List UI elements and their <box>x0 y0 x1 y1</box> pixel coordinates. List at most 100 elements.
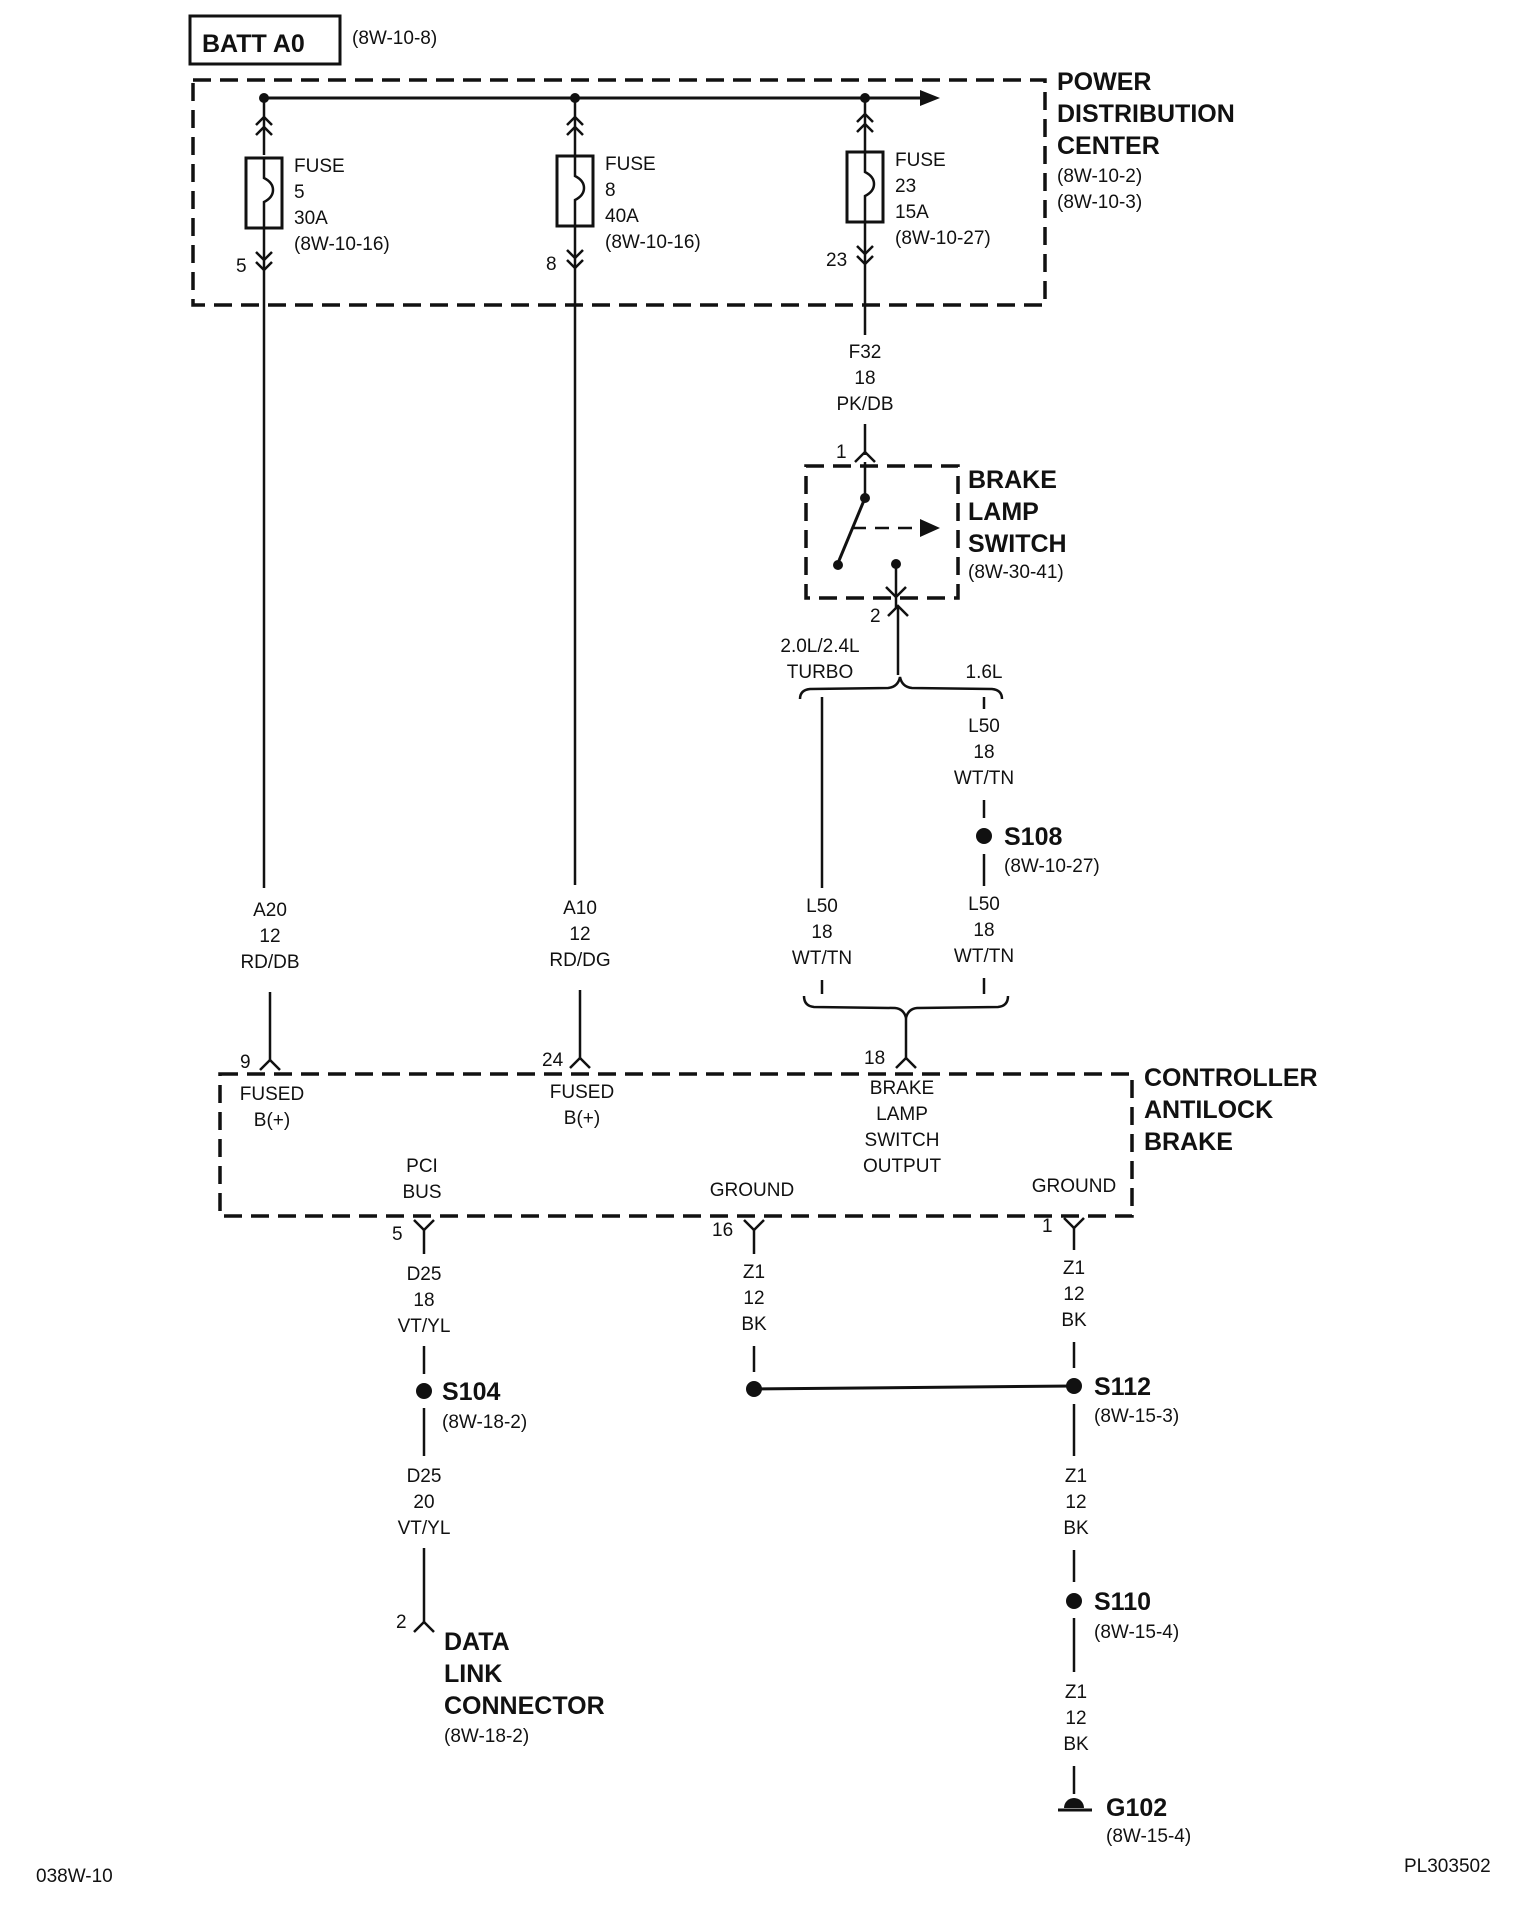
wire-l50-right-upper-color: WT/TN <box>954 768 1014 789</box>
wire-z1-right-upper-gauge: 12 <box>1063 1284 1084 1305</box>
cab-pin-16-text: GROUND <box>710 1180 794 1201</box>
wire-d25-lower-color: VT/YL <box>398 1518 451 1539</box>
wire-l50-right-upper-gauge: 18 <box>973 742 994 763</box>
ground-cross-wire <box>753 1384 1075 1391</box>
wire-l50-right-upper-circuit: L50 <box>968 716 1000 737</box>
pdc-title-3: CENTER <box>1057 132 1160 160</box>
splice-s110-label: S110 <box>1094 1588 1151 1616</box>
pdc-title-1: POWER <box>1057 68 1151 96</box>
cab-pin-24-text-1: FUSED <box>550 1082 614 1103</box>
ground-g102-label: G102 <box>1106 1794 1167 1822</box>
fuse-8 <box>555 98 595 270</box>
wire-z1-right-mid-circuit: Z1 <box>1065 1466 1087 1487</box>
splice-s108-label: S108 <box>1004 823 1062 851</box>
cab-pin-5: 5 <box>392 1224 403 1245</box>
wire-f32-gauge: 18 <box>854 368 875 389</box>
fuse-23 <box>845 98 885 268</box>
splice-s108-ref: (8W-10-27) <box>1004 856 1100 877</box>
cab-pin-9-text-2: B(+) <box>254 1110 290 1131</box>
brake-switch-pin-1: 1 <box>836 442 847 463</box>
wire-d25-lower-gauge: 20 <box>413 1492 434 1513</box>
fuse-5-pin: 5 <box>236 256 247 277</box>
cab-pin-18: 18 <box>864 1048 885 1069</box>
wire-a20-circuit: A20 <box>253 900 287 921</box>
fuse-23-amps: 15A <box>895 202 929 223</box>
fuse-5 <box>244 98 284 272</box>
wire-l50-left-gauge: 18 <box>811 922 832 943</box>
ground-g102-ref: (8W-15-4) <box>1106 1826 1191 1847</box>
wire-l50-left-circuit: L50 <box>806 896 838 917</box>
pdc-ref-1: (8W-10-2) <box>1057 166 1142 187</box>
brake-switch-title-3: SWITCH <box>968 530 1067 558</box>
pdc-ref-2: (8W-10-3) <box>1057 192 1142 213</box>
splice-s108-dot <box>976 828 992 844</box>
fuse-8-word: FUSE <box>605 154 656 175</box>
fuse-23-word: FUSE <box>895 150 946 171</box>
fuse-8-amps: 40A <box>605 206 639 227</box>
brake-switch-contact-icon <box>833 462 940 608</box>
cab-pin-1-connector-icon <box>1063 1217 1085 1230</box>
wire-z1-right-mid-color: BK <box>1063 1518 1089 1539</box>
branch-left-label-1: 2.0L/2.4L <box>780 636 859 657</box>
splice-s112-label: S112 <box>1094 1373 1151 1401</box>
cab-pin-5-connector-icon <box>413 1219 435 1232</box>
wire-a10-circuit: A10 <box>563 898 597 919</box>
battery-label-box: BATT A0 <box>188 14 342 66</box>
wire-f32-color: PK/DB <box>836 394 893 415</box>
wire-l50-right-lower-gauge: 18 <box>973 920 994 941</box>
wire-l50-right-lower-color: WT/TN <box>954 946 1014 967</box>
cab-title-1: CONTROLLER <box>1144 1064 1318 1092</box>
cab-pin-9: 9 <box>240 1052 251 1073</box>
wire-a10-color: RD/DG <box>549 950 610 971</box>
splice-s112-ref: (8W-15-3) <box>1094 1406 1179 1427</box>
wire-d25-upper-gauge: 18 <box>413 1290 434 1311</box>
cab-pin-5-text-1: PCI <box>406 1156 438 1177</box>
branch-left-label-2: TURBO <box>787 662 854 683</box>
splice-s110-ref: (8W-15-4) <box>1094 1622 1179 1643</box>
cab-pin-24: 24 <box>542 1050 564 1071</box>
merge-brace <box>802 995 1010 1019</box>
footer-diagram-id: PL303502 <box>1404 1856 1491 1877</box>
cab-pin-5-text-2: BUS <box>402 1182 441 1203</box>
cab-pin-24-text-2: B(+) <box>564 1108 600 1129</box>
option-branch-brace <box>798 676 1004 700</box>
splice-s112-dot <box>1066 1378 1082 1394</box>
cab-pin-1-text: GROUND <box>1032 1176 1116 1197</box>
wire-z1-right-mid-gauge: 12 <box>1065 1492 1086 1513</box>
wire-z1-right-upper-circuit: Z1 <box>1063 1258 1085 1279</box>
cab-pin-16-connector-icon <box>743 1219 765 1232</box>
cab-boundary <box>218 1072 1134 1218</box>
fuse-23-number: 23 <box>895 176 916 197</box>
cab-pin-16: 16 <box>712 1220 733 1241</box>
wire-l50-left-color: WT/TN <box>792 948 852 969</box>
wire-a20-gauge: 12 <box>259 926 280 947</box>
dlc-connector-icon <box>413 1620 435 1633</box>
cab-pin-18-text-2: LAMP <box>876 1104 928 1125</box>
cab-pin-18-connector-icon <box>895 1056 917 1069</box>
cab-pin-18-text-4: OUTPUT <box>863 1156 942 1177</box>
fuse-8-pin: 8 <box>546 254 557 275</box>
wire-d25-lower-circuit: D25 <box>407 1466 442 1487</box>
dlc-title-1: DATA <box>444 1628 510 1656</box>
branch-right-label: 1.6L <box>966 662 1003 683</box>
bus-arrow-icon <box>920 90 940 106</box>
cab-pin-24-connector-icon <box>569 1056 591 1069</box>
brake-switch-pin-2: 2 <box>870 606 881 627</box>
wire-d25-upper-circuit: D25 <box>407 1264 442 1285</box>
brake-switch-boundary <box>804 464 960 600</box>
splice-s104-label: S104 <box>442 1378 500 1406</box>
pdc-title-2: DISTRIBUTION <box>1057 100 1235 128</box>
battery-label: BATT A0 <box>202 30 305 58</box>
cab-title-3: BRAKE <box>1144 1128 1233 1156</box>
splice-s104-dot <box>416 1383 432 1399</box>
pdc-boundary <box>191 78 1047 307</box>
battery-ref: (8W-10-8) <box>352 28 437 49</box>
fuse-8-number: 8 <box>605 180 616 201</box>
cab-pin-9-text-1: FUSED <box>240 1084 304 1105</box>
cab-pin-1: 1 <box>1042 1216 1053 1237</box>
cab-pin-18-text-1: BRAKE <box>870 1078 934 1099</box>
cab-pin-18-text-3: SWITCH <box>865 1130 940 1151</box>
wire-f32-circuit: F32 <box>849 342 882 363</box>
wire-z1-right-lower-gauge: 12 <box>1065 1708 1086 1729</box>
